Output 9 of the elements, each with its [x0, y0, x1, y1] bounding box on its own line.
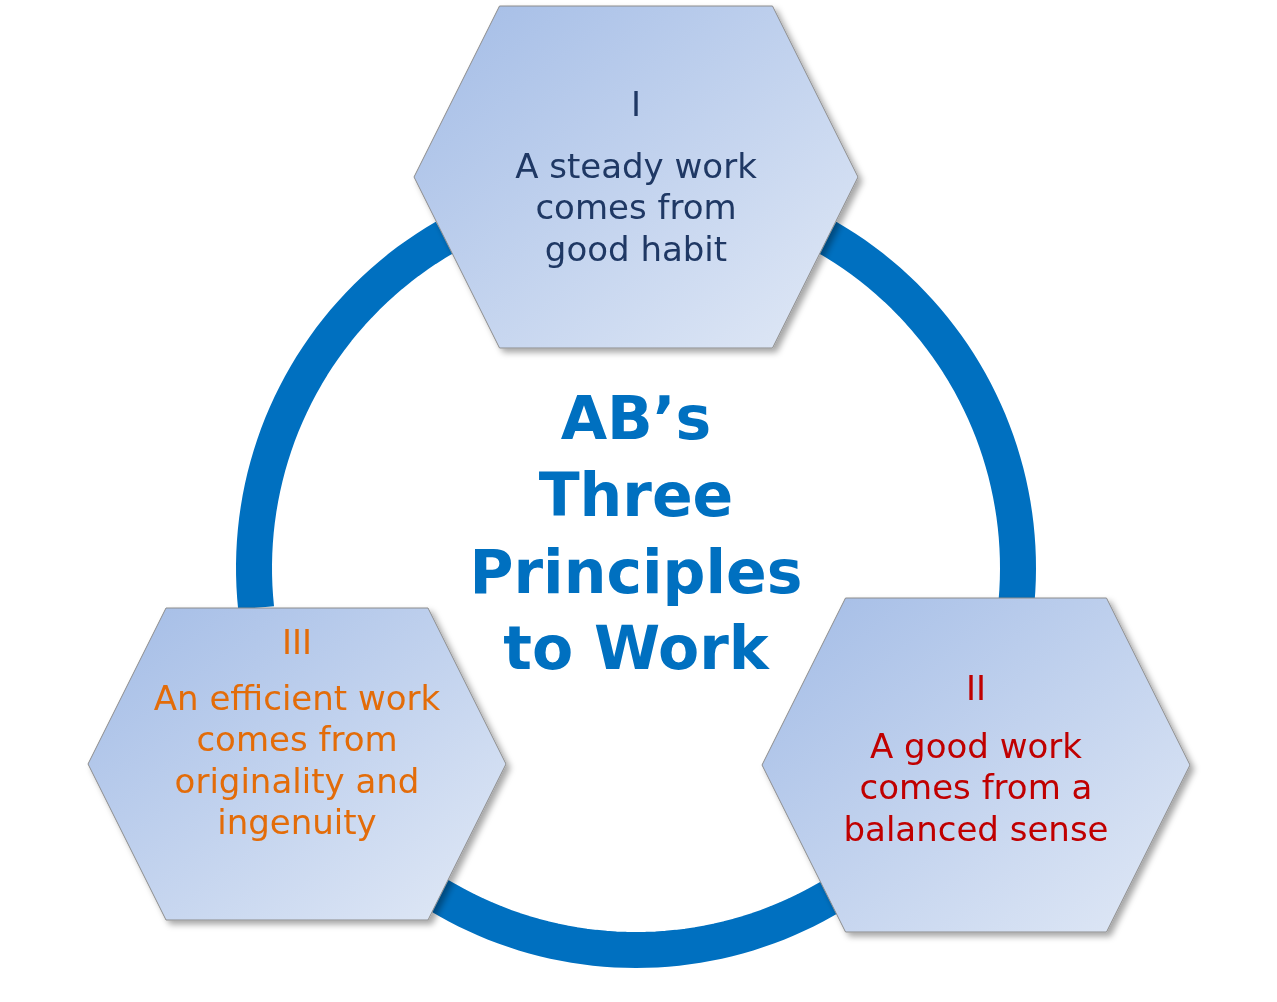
principle-text: A good work comes from a balanced sense — [842, 726, 1110, 851]
roman-numeral: II — [964, 668, 988, 710]
roman-numeral: III — [280, 622, 314, 664]
principle-text: A steady work comes from good habit — [514, 146, 758, 271]
roman-numeral: I — [630, 84, 642, 126]
hexagon-box — [414, 6, 858, 348]
principle-text: An efficient work comes from originality and ingenuity — [152, 678, 442, 844]
hexagon-box — [88, 608, 506, 920]
diagram-title: AB’s Three Principles to Work — [468, 382, 804, 686]
